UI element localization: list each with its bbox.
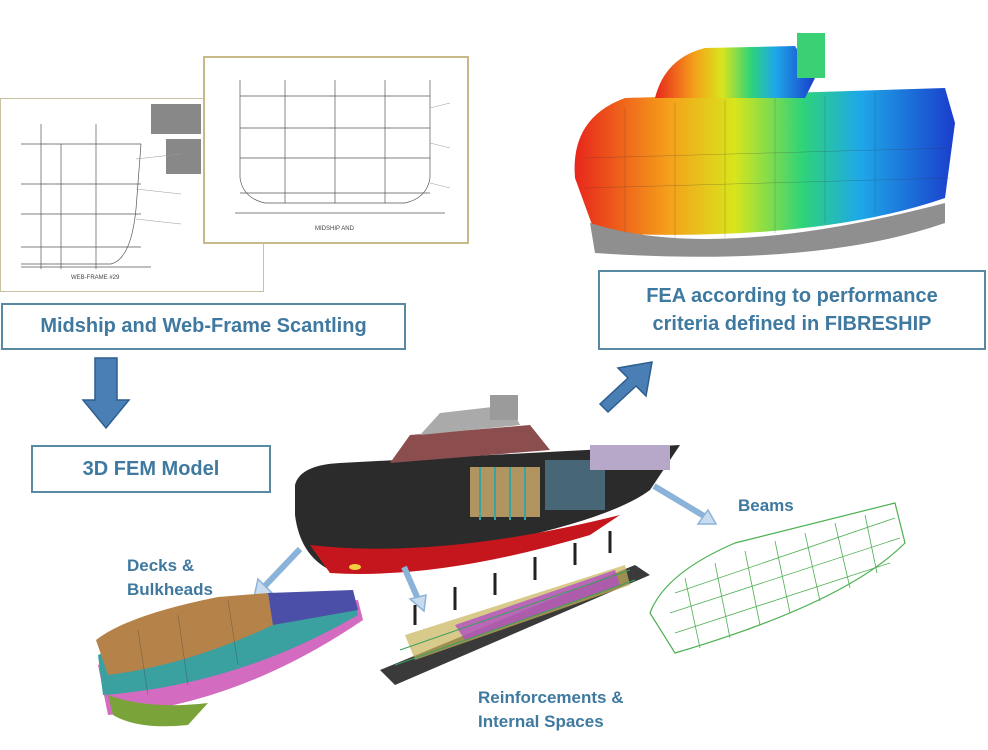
reinforcements-illustration bbox=[380, 531, 650, 685]
midship-lines bbox=[235, 80, 451, 214]
fea-ship-illustration bbox=[574, 33, 955, 257]
decks-bulkheads-illustration bbox=[96, 590, 363, 727]
web-frame-caption: WEB-FRAME #29 bbox=[71, 275, 120, 281]
web-frame-lines bbox=[21, 104, 201, 269]
reinforcements-label-line2: Internal Spaces bbox=[478, 712, 604, 731]
fea-box: FEA according to performance criteria de… bbox=[598, 270, 986, 350]
reinforcements-label-line1: Reinforcements & bbox=[478, 688, 624, 707]
arrow-to-reinforcements bbox=[401, 565, 427, 613]
fem-model-text: 3D FEM Model bbox=[82, 457, 220, 480]
midship-caption: MIDSHIP AND bbox=[315, 226, 354, 232]
up-right-arrow bbox=[598, 361, 653, 414]
down-arrow bbox=[81, 357, 131, 430]
beams-illustration bbox=[649, 502, 906, 654]
decks-label-line1: Decks & bbox=[127, 556, 195, 575]
fem-model-box: 3D FEM Model bbox=[31, 445, 271, 493]
arrow-to-beams bbox=[652, 483, 718, 525]
midship-scantling-text: Midship and Web-Frame Scantling bbox=[40, 315, 367, 337]
reinforcements-label: Reinforcements & Internal Spaces bbox=[478, 686, 623, 734]
decks-label: Decks & Bulkheads bbox=[127, 554, 213, 602]
midship-scantling-box: Midship and Web-Frame Scantling bbox=[1, 303, 406, 350]
midship-drawing: MIDSHIP AND bbox=[203, 56, 469, 244]
fea-text-line2: criteria defined in FIBRESHIP bbox=[652, 313, 932, 335]
beams-label: Beams bbox=[738, 496, 794, 515]
fem-ship-illustration bbox=[295, 395, 680, 574]
fea-text-line1: FEA according to performance bbox=[646, 285, 938, 307]
decks-label-line2: Bulkheads bbox=[127, 580, 213, 599]
